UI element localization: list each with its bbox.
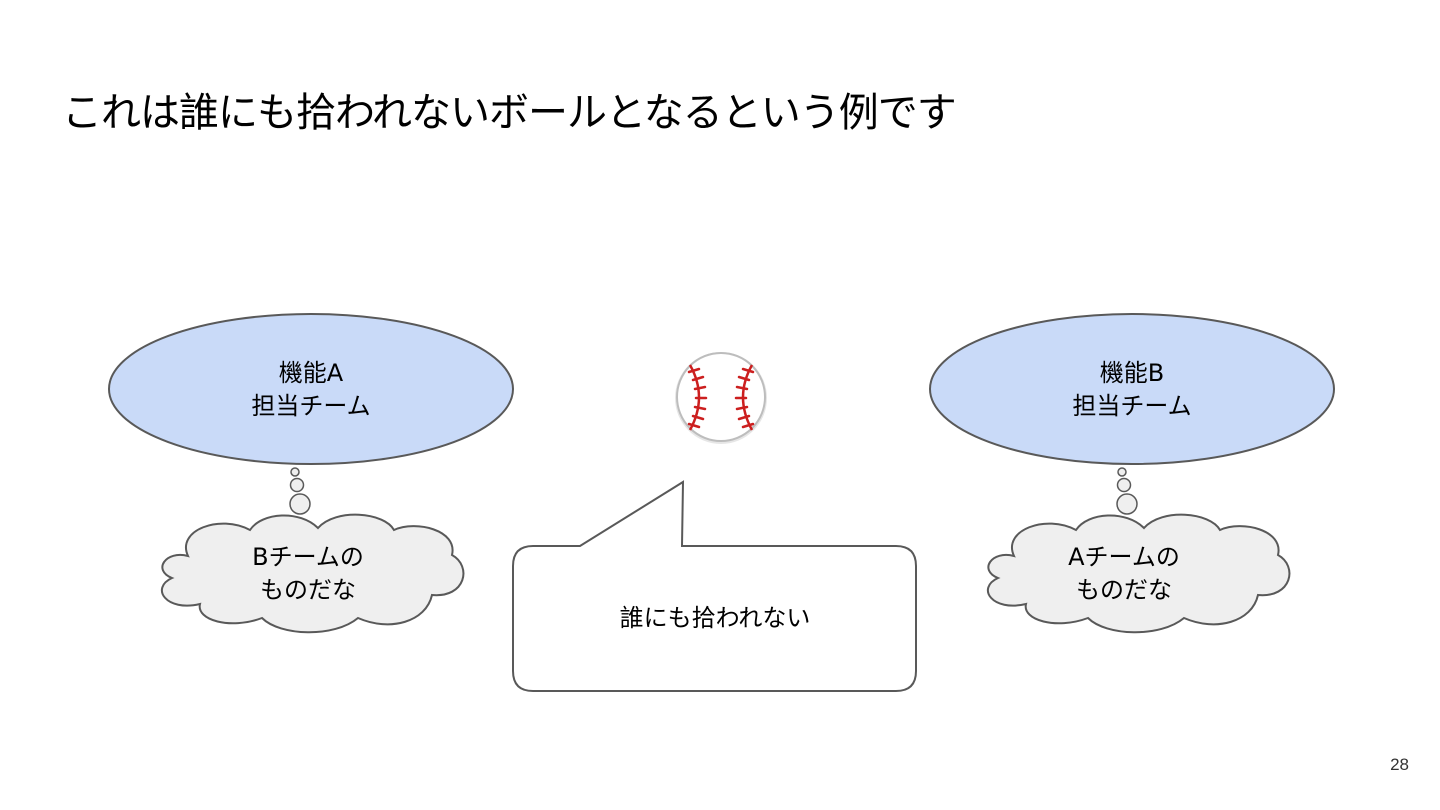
team-a-thought-cloud xyxy=(160,513,465,634)
team-b-thought-dots xyxy=(1116,467,1138,515)
team-a-thought-text: Bチームの ものだな xyxy=(218,541,398,607)
team-b-thought-text: Aチームの ものだな xyxy=(1034,541,1214,607)
team-b-label-line2: 担当チーム xyxy=(1072,392,1192,420)
team-a-ellipse xyxy=(108,313,514,465)
team-a-thought-dots xyxy=(289,467,311,515)
team-b-ellipse xyxy=(929,313,1335,465)
team-b-thought-line1: Aチームの xyxy=(1068,543,1180,571)
page-number: 28 xyxy=(1390,755,1409,774)
team-a-thought-line1: Bチームの xyxy=(252,543,364,571)
team-b-thought-line2: ものだな xyxy=(1076,576,1172,604)
team-a-label-line2: 担当チーム xyxy=(251,392,371,420)
speech-callout xyxy=(512,480,917,692)
team-b-label-line1: 機能B xyxy=(1099,359,1165,387)
team-b-label: 機能B 担当チーム xyxy=(1032,357,1232,423)
speech-callout-text: 誰にも拾われない xyxy=(619,604,811,632)
baseball-icon xyxy=(675,352,767,444)
team-a-label: 機能A 担当チーム xyxy=(211,357,411,423)
team-a-label-line1: 機能A xyxy=(278,359,344,387)
team-b-thought-cloud xyxy=(986,513,1291,634)
team-a-thought-line2: ものだな xyxy=(260,576,356,604)
slide-title: これは誰にも拾われないボールとなるという例です xyxy=(62,90,957,136)
